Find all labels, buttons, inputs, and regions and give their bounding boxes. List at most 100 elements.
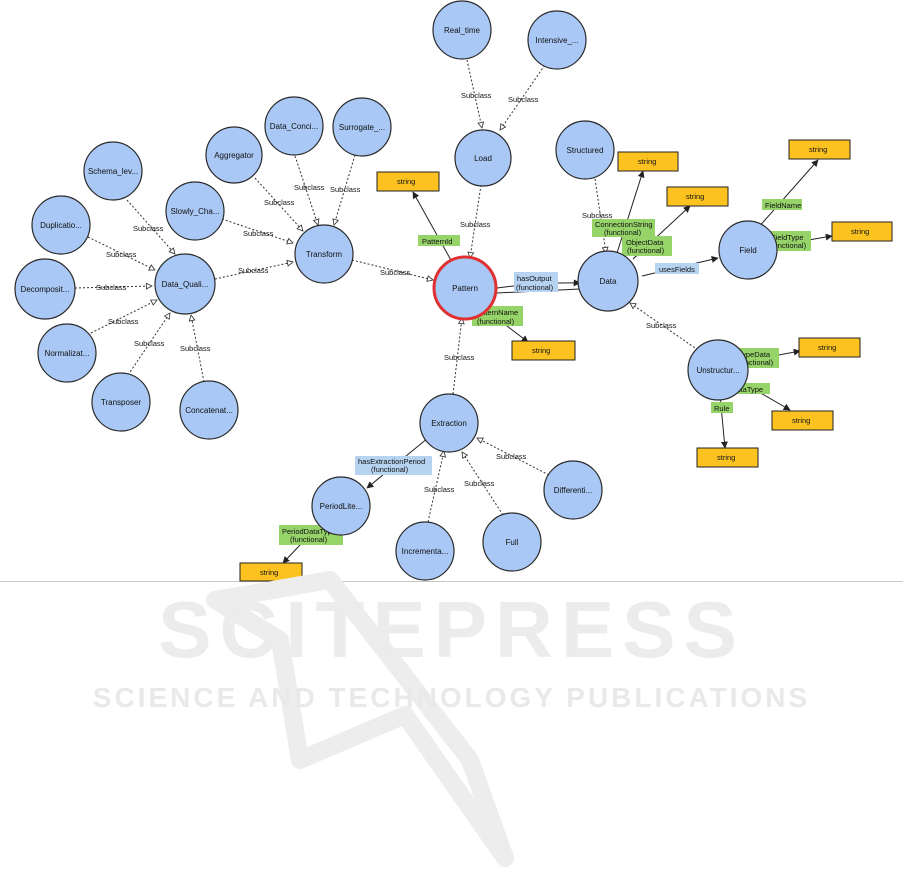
svg-text:Aggregator: Aggregator: [214, 151, 254, 160]
usesfields-label: usesFields: [659, 265, 695, 274]
class-node-extraction[interactable]: Extraction: [419, 393, 479, 453]
fieldname-label: FieldName: [765, 201, 801, 210]
edge-full-extraction: [462, 452, 504, 516]
edge-connectionstring: [616, 170, 645, 254]
class-node-intensive[interactable]: Intensive_...: [527, 10, 587, 70]
svg-text:Normalizat...: Normalizat...: [45, 349, 90, 358]
subclass-label: Subclass: [96, 283, 127, 292]
class-node-aggregator[interactable]: Aggregator: [205, 126, 263, 184]
svg-text:string: string: [260, 568, 278, 577]
svg-text:string: string: [532, 346, 550, 355]
edge-concatenat-dataquali: [191, 315, 205, 383]
class-node-surrogate[interactable]: Surrogate_...: [332, 97, 392, 157]
subclass-label: Subclass: [330, 185, 361, 194]
subclass-label: Subclass: [243, 229, 274, 238]
subclass-label: Subclass: [264, 198, 295, 207]
class-node-load[interactable]: Load: [454, 129, 512, 187]
svg-text:Field: Field: [739, 246, 756, 255]
svg-text:Transform: Transform: [306, 250, 342, 259]
svg-text:string: string: [717, 453, 735, 462]
connectionstring-label: ConnectionString: [595, 220, 653, 229]
typedata-label: TypeData: [738, 350, 771, 359]
class-node-schema-lev[interactable]: Schema_lev...: [83, 141, 143, 201]
class-node-full[interactable]: Full: [482, 512, 542, 572]
svg-text:string: string: [809, 145, 827, 154]
svg-text:Schema_lev...: Schema_lev...: [88, 167, 138, 176]
edge-dataconci-transform: [294, 155, 318, 225]
class-node-incrementa[interactable]: Incrementa...: [395, 521, 455, 581]
datatype-string-fieldtype[interactable]: string: [831, 221, 893, 242]
class-node-unstructur[interactable]: Unstructur...: [687, 339, 749, 401]
class-node-differenti[interactable]: Differenti...: [543, 460, 603, 520]
datatype-boxes: string string string string string strin…: [239, 139, 893, 582]
svg-text:Unstructur...: Unstructur...: [696, 366, 739, 375]
class-node-data-quali[interactable]: Data_Quali...: [154, 253, 216, 315]
svg-text:string: string: [397, 177, 415, 186]
subclass-label: Subclass: [108, 317, 139, 326]
svg-text:Concatenat...: Concatenat...: [185, 406, 233, 415]
edge-decomposit-dataquali: [74, 286, 152, 288]
patternname-label: PatternName: [474, 308, 518, 317]
class-nodes: Pattern Load Real_time Intensive_... Tra…: [14, 0, 778, 581]
datatype-string-rule[interactable]: string: [696, 447, 759, 468]
subclass-label: Subclass: [380, 268, 411, 277]
svg-text:Intensive_...: Intensive_...: [535, 36, 578, 45]
svg-text:string: string: [792, 416, 810, 425]
hasextractionperiod-label: hasExtractionPeriod: [358, 457, 425, 466]
svg-text:Data_Quali...: Data_Quali...: [162, 280, 209, 289]
edge-patternid: [412, 191, 453, 263]
datatype-string-objectdata[interactable]: string: [666, 186, 729, 207]
datatype-string-perioddatatype[interactable]: string: [239, 562, 303, 582]
edge-transform-pattern: [351, 259, 433, 280]
svg-text:Full: Full: [506, 538, 519, 547]
datatype-string-fieldname[interactable]: string: [788, 139, 851, 160]
ontology-graph-panel: Subclass Subclass Subclass Subclass Subc…: [0, 0, 903, 582]
hasoutput-label: hasOutput: [517, 274, 553, 283]
subclass-label: Subclass: [106, 250, 137, 259]
datatype-string-connectionstring[interactable]: string: [617, 151, 679, 172]
class-node-real-time[interactable]: Real_time: [432, 0, 492, 60]
subclass-label: Subclass: [134, 339, 165, 348]
svg-text:Decomposit...: Decomposit...: [21, 285, 70, 294]
class-node-structured[interactable]: Structured: [555, 120, 615, 180]
svg-text:Differenti...: Differenti...: [554, 486, 593, 495]
edge-unstructur-data: [630, 303, 699, 351]
patternid-label: PatternId: [422, 237, 452, 246]
edge-labels: Subclass Subclass Subclass Subclass Subc…: [96, 91, 811, 545]
class-node-data-conci[interactable]: Data_Conci...: [264, 96, 324, 156]
class-node-slowly-cha[interactable]: Slowly_Cha...: [165, 181, 225, 241]
datatype-string-patternid[interactable]: string: [376, 171, 440, 192]
edge-fieldname: [756, 159, 819, 230]
edge-dataquali-transform: [214, 262, 293, 280]
perioddatatype-qualifier: (functional): [290, 535, 328, 544]
subclass-label: Subclass: [646, 321, 677, 330]
class-node-decomposit[interactable]: Decomposit...: [14, 258, 76, 320]
subclass-label: Subclass: [461, 91, 492, 100]
svg-text:Extraction: Extraction: [431, 419, 467, 428]
class-node-normalizat[interactable]: Normalizat...: [37, 323, 97, 383]
class-node-transposer[interactable]: Transposer: [91, 372, 151, 432]
class-node-concatenat[interactable]: Concatenat...: [179, 380, 239, 440]
svg-text:Transposer: Transposer: [101, 398, 142, 407]
class-node-periodlite[interactable]: PeriodLite...: [311, 476, 371, 536]
datatype-string-patternname[interactable]: string: [511, 340, 576, 361]
edge-intensive-load: [500, 61, 548, 130]
svg-text:Data_Conci...: Data_Conci...: [270, 122, 318, 131]
svg-text:Duplicatio...: Duplicatio...: [40, 221, 82, 230]
class-node-transform[interactable]: Transform: [294, 224, 354, 284]
class-node-data[interactable]: Data: [577, 250, 639, 312]
fieldtype-label: FieldType: [771, 233, 804, 242]
svg-text:string: string: [686, 192, 704, 201]
edge-normalizat-dataquali: [90, 299, 157, 334]
class-node-duplicatio[interactable]: Duplicatio...: [31, 195, 91, 255]
class-node-pattern[interactable]: Pattern: [432, 255, 498, 321]
objectdata-label: ObjectData: [626, 238, 664, 247]
edge-surrogate-transform: [334, 154, 356, 225]
watermark-subtitle: SCIENCE AND TECHNOLOGY PUBLICATIONS: [92, 682, 811, 713]
datatype-string-datatype[interactable]: string: [771, 410, 834, 431]
datatype-string-typedata[interactable]: string: [798, 337, 861, 358]
svg-text:Load: Load: [474, 154, 492, 163]
class-node-field[interactable]: Field: [718, 220, 778, 280]
watermark-title: SCITEPRESS: [158, 585, 745, 674]
subclass-label: Subclass: [294, 183, 325, 192]
